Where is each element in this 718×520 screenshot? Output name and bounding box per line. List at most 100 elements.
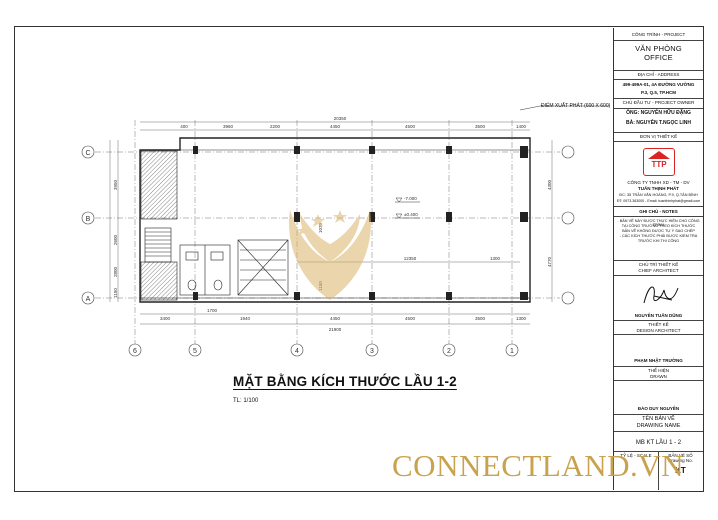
bottom-dim-1: 3400 [160, 316, 171, 321]
grid-label-B: B [86, 216, 91, 223]
staircase [144, 227, 289, 296]
chief-label-en: CHIEF ARCHITECT [638, 268, 679, 273]
bottom-dim-2: 1700 [207, 308, 218, 313]
drawing-title: MẶT BẰNG KÍCH THƯỚC LẦU 1-2 [233, 374, 457, 389]
top-dim-6: 3500 [475, 124, 486, 129]
owner-line-1: ÔNG: NGUYỄN HỮU ĐẶNG [626, 110, 691, 116]
logo-icon [648, 151, 670, 159]
title-block: CÔNG TRÌNH - PROJECT VĂN PHÒNG OFFICE ĐỊ… [613, 28, 703, 490]
bottom-dim-7: 1300 [516, 316, 527, 321]
level-2: ±0.400 [404, 212, 418, 217]
drafter-label: THỂ HIỆN [647, 368, 669, 373]
top-dim-7: 1400 [516, 124, 527, 129]
grid-bubble-6 [128, 343, 142, 357]
right-dim-1: 4300 [547, 179, 552, 190]
project-name-1: VĂN PHÒNG [635, 44, 682, 53]
drawing-no-cell: BẢN VẼ SỐ Drawing No. KT [658, 453, 703, 475]
level-1: -7.000 [404, 196, 417, 201]
grid-label-2: 2 [447, 348, 451, 355]
sheet-border [14, 26, 704, 492]
drawing-scale: TL: 1/100 [233, 398, 259, 404]
drawing-name-label-en: DRAWING NAME [636, 423, 681, 429]
top-dim-5: 4500 [405, 124, 416, 129]
address-line-2: P.3, Q.5, TP.HCM [640, 90, 677, 95]
top-dim-2: 3960 [223, 124, 234, 129]
company-logo: TTP [643, 148, 675, 176]
top-dim-1: 400 [180, 124, 188, 129]
drawing-name-label: TÊN BẢN VẼ [642, 416, 675, 422]
hatched-area-top [140, 150, 178, 220]
grid-label-A: A [86, 296, 91, 303]
grid-label-1: 1 [510, 348, 514, 355]
top-dim-total: 20350 [334, 116, 347, 121]
bottom-dim-4: 4450 [330, 316, 341, 321]
grid-bubble-A [81, 291, 95, 305]
left-dim-4: 1150 [113, 288, 118, 298]
inner-dim-2: 1300 [490, 256, 501, 261]
grid-label-5: 5 [193, 348, 197, 355]
top-dimensions [140, 121, 530, 131]
notes-line-1: - BẢN VẼ NÀY ĐƯỢC THỰC HIỆN CHO CÔNG TRÌ… [617, 219, 700, 228]
inner-dim-1: 12350 [404, 256, 417, 261]
origin-annotation: ĐIỂM XUẤT PHÁT (600 X 600) [541, 103, 611, 109]
notes-line-2: TẠI CÔNG TRƯỜNG THEO KÍCH THƯỚC [621, 224, 696, 228]
level-markers [395, 197, 420, 219]
grid-label-6: 6 [133, 348, 137, 355]
grid-bubble-2 [442, 343, 456, 357]
grid-bubble-C [81, 145, 95, 159]
grid-label-4: 4 [295, 348, 299, 355]
left-dim-1: 3950 [113, 179, 118, 190]
chief-name: NGUYỄN TUẤN DŨNG [634, 313, 683, 318]
company-line-2: TUẤN THỊNH PHÁT [638, 186, 679, 191]
drawing-no-label: BẢN VẼ SỐ [668, 453, 693, 458]
bottom-dim-3: 1940 [240, 316, 251, 321]
bottom-dim-5: 4500 [405, 316, 416, 321]
grid-bubble-1 [505, 343, 519, 357]
company-line-3: ĐC: 35 TRẦN VĂN HOÀNG, P.9, Q.TÂN BÌNH [619, 193, 698, 197]
notes-line-3: BẢN VẼ KHÔNG ĐƯỢC TỰ Ý SAO CHÉP [622, 229, 695, 233]
grid-bubble-4 [290, 343, 304, 357]
signature [643, 286, 679, 304]
grid-bubble-B [81, 211, 95, 225]
top-dim-4: 4450 [330, 124, 341, 129]
company-line-1: CÔNG TY TNHH XD - TM - DV [627, 180, 690, 185]
drawing-no: KT [675, 465, 686, 475]
watermark-emblem [289, 210, 371, 300]
top-dim-3: 2200 [270, 124, 281, 129]
grid-label-3: 3 [370, 348, 374, 355]
design-label: THIẾT KẾ [648, 322, 669, 327]
address-line-1: 499-499A-01, 4A ĐƯỜNG VƯỜNG [622, 82, 695, 87]
grid-label-C: C [85, 150, 90, 157]
notes-label: GHI CHÚ - NOTES [639, 209, 678, 214]
right-dim-2: 4770 [547, 256, 552, 267]
notes-line-5: TRƯỚC KHI THI CÔNG [637, 239, 680, 243]
bottom-dimensions [140, 313, 530, 325]
owner-line-2: BÀ: NGUYỄN T.NGỌC LINH [626, 120, 691, 126]
address-label: ĐỊA CHỈ - ADDRESS [637, 72, 680, 77]
checker-name: ĐÀO DUY NGUYÊN [637, 406, 680, 411]
left-dim-2: 2600 [113, 234, 118, 245]
drawing-name: MB KT LẦU 1 - 2 [635, 440, 682, 446]
drafter-label-en: DRAWN [650, 374, 667, 379]
restrooms [179, 244, 231, 296]
grid-bubble-5 [188, 343, 202, 357]
project-label: CÔNG TRÌNH - PROJECT [631, 32, 686, 37]
grid-bubble-3 [365, 343, 379, 357]
drafter-name: PHẠM NHẬT TRƯỜNG [634, 358, 683, 363]
logo-text: TTP [651, 160, 667, 169]
owner-label: CHỦ ĐẦU TƯ - PROJECT OWNER [622, 100, 695, 105]
watermark-text: CONNECTLAND.VN [392, 448, 685, 483]
designer-label: ĐƠN VỊ THIẾT KẾ [639, 134, 678, 139]
columns [193, 146, 528, 300]
left-dim-3: 2800 [113, 266, 118, 277]
drawing-no-label-en: Drawing No. [668, 458, 693, 464]
project-name-2: OFFICE [644, 53, 673, 62]
scale-cell: TỶ LỆ - SCALE [614, 453, 658, 458]
design-label-en: DESIGN ARCHITECT [636, 328, 681, 333]
scale-label: TỶ LỆ - SCALE [620, 453, 652, 458]
notes-line-4: - CÁC KÍCH THƯỚC PHẢI ĐƯỢC KIỂM TRA [619, 234, 698, 238]
bottom-dim-6: 3500 [475, 316, 486, 321]
hatched-area-bottom [140, 261, 178, 301]
